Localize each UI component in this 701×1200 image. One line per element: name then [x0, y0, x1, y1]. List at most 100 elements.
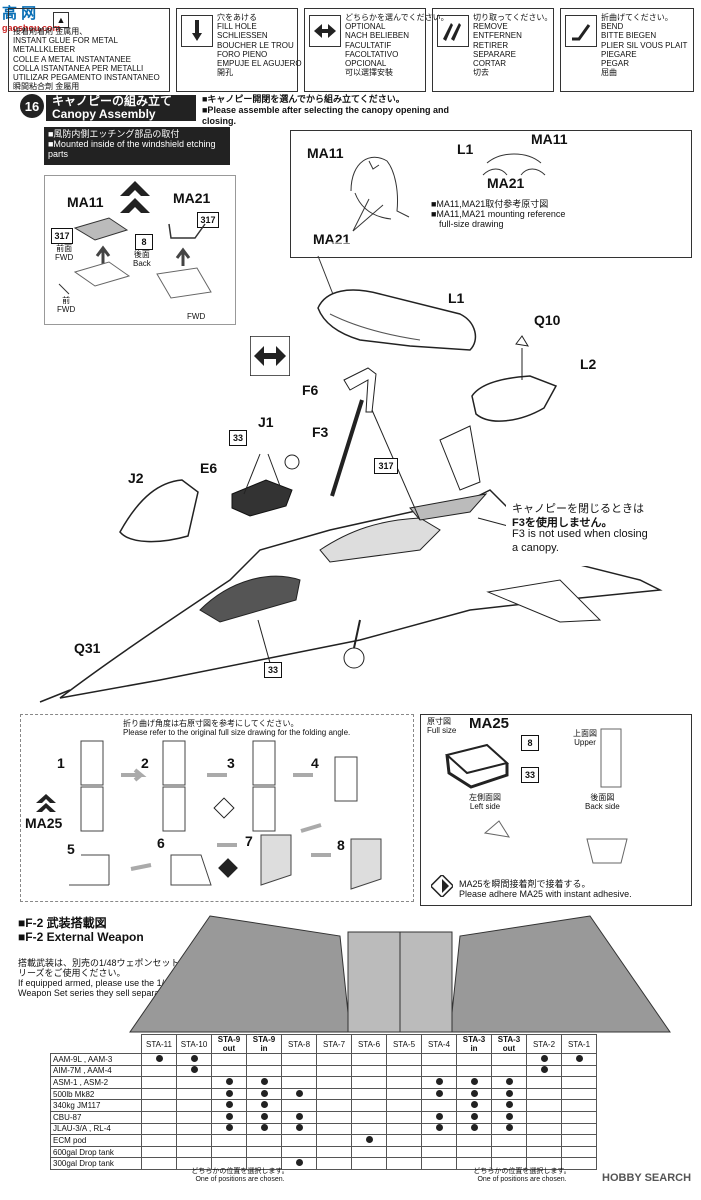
part-q10: Q10	[534, 312, 561, 328]
part-l2: L2	[580, 356, 597, 372]
load-mark	[155, 1054, 163, 1062]
weapon-cell	[351, 1076, 387, 1089]
weapon-cell	[316, 1099, 352, 1112]
weapon-cell	[491, 1099, 527, 1112]
weapon-cell	[561, 1064, 597, 1078]
weapons-note-jp2: リーズをご使用ください。	[18, 968, 126, 978]
load-mark	[260, 1101, 268, 1109]
f3-note-box: キャノピーを閉じるときは F3を使用しません。 F3 is not used w…	[506, 496, 692, 566]
weapons-row: 500lb Mk82	[50, 1087, 597, 1101]
load-mark	[260, 1089, 268, 1097]
weapon-cell	[281, 1110, 317, 1124]
fold-ma25-arrow-icon	[36, 794, 56, 812]
weapon-cell	[386, 1145, 422, 1159]
weapon-cell	[141, 1110, 177, 1124]
sta-6: STA-6	[351, 1034, 387, 1054]
weapon-cell	[281, 1076, 317, 1089]
weapon-cell	[246, 1087, 282, 1101]
sta-2: STA-2	[526, 1034, 562, 1054]
legend-optional: どちらかを選んでください。 OPTIONAL NACH BELIEBEN FAC…	[304, 8, 449, 92]
weapon-cell	[456, 1145, 492, 1159]
weapon-cell	[141, 1053, 177, 1066]
weapons-row: 600gal Drop tank	[50, 1145, 597, 1159]
etching-fwd-right: FWD	[187, 312, 206, 321]
weapons-note-en1: If equipped armed, please use the 1/48	[18, 978, 175, 988]
weapon-cell	[491, 1145, 527, 1159]
weapon-cell	[561, 1099, 597, 1112]
weapons-table: STA-11 STA-10 STA-9 out STA-9 in STA-8 S…	[50, 1034, 597, 1170]
ma25-adhere: MA25を瞬間接着剤で接着する。 Please adhere MA25 with…	[459, 879, 632, 899]
fold-step-3: 3	[227, 755, 235, 771]
weapon-cell	[211, 1134, 247, 1147]
etching-ma21-label: MA21	[173, 190, 211, 206]
weapons-row: AIM-7M , AAM-4	[50, 1064, 597, 1078]
ma25-fullsize: 原寸図 Full size	[427, 717, 456, 735]
legend-bend-text: 折曲げてください。 BEND BITTE BIEGEN PLIER SIL VO…	[601, 13, 688, 78]
etching-front-jp: 前面	[56, 244, 73, 253]
step-note-jp: ■キャノピー開閉を選んでから組み立てください。	[202, 94, 405, 104]
weapon-cell	[491, 1064, 527, 1078]
weapons-row: 340kg JM117	[50, 1099, 597, 1112]
etching-badge-317-a: 317	[51, 228, 73, 244]
weapon-cell	[246, 1076, 282, 1089]
weapon-cell	[176, 1053, 212, 1066]
ma25-left-en: Left side	[469, 802, 501, 811]
optional-icon	[309, 15, 341, 47]
weapons-foot-jp2: どちらかの位置を選択します。	[473, 1168, 571, 1175]
load-mark	[260, 1077, 268, 1085]
ma25-title: MA25	[469, 715, 510, 732]
load-mark	[295, 1124, 303, 1132]
weapon-cell	[176, 1122, 212, 1136]
etching-bar: ■風防内側エッチング部品の取付 ■Mounted inside of the w…	[44, 127, 230, 165]
sta-10: STA-10	[176, 1034, 212, 1054]
weapon-cell	[211, 1145, 247, 1159]
etching-ma11-arrow-icon	[120, 181, 150, 213]
weapon-cell	[456, 1134, 492, 1147]
ref-note-en: ■MA11,MA21 mounting reference	[431, 209, 566, 219]
weapon-cell	[561, 1122, 597, 1136]
weapon-cell	[176, 1087, 212, 1101]
watermark-logo: 高 网 gaoshou.com	[2, 2, 66, 46]
legend-drill-text: 穴をあける FILL HOLE SCHLIESSEN BOUCHER LE TR…	[217, 13, 302, 78]
load-mark	[505, 1124, 513, 1132]
load-mark	[540, 1054, 548, 1062]
fold-step-7: 7	[245, 833, 253, 849]
weapon-cell	[316, 1076, 352, 1089]
ma25-fullsize-en: Full size	[427, 726, 457, 735]
step-number: 16	[20, 94, 44, 118]
etching-back-jp: 後面	[133, 250, 150, 259]
etching-front-en: FWD	[55, 253, 74, 262]
fold-box: 折り曲げ角度は右原寸図を参考にしてください。 Please refer to t…	[20, 714, 414, 902]
load-mark	[225, 1112, 233, 1120]
weapons-foot-en: One of positions are chosen.	[195, 1176, 285, 1183]
sta-1: STA-1	[561, 1034, 597, 1054]
legend-remove-text: 切り取ってください。 REMOVE ENTFERNEN RETIRER SEPA…	[473, 13, 553, 78]
weapon-cell	[526, 1099, 562, 1112]
load-mark	[505, 1101, 513, 1109]
load-mark	[470, 1077, 478, 1085]
weapon-cell	[491, 1134, 527, 1147]
etching-fwd-left: 前 FWD	[57, 296, 75, 314]
weapon-cell	[246, 1064, 282, 1078]
weapons-note: 搭載武装は、別売の1/48ウェポンセットシ リーズをご使用ください。 If eq…	[18, 958, 208, 998]
etching-back-en: Back	[133, 259, 151, 268]
load-mark	[225, 1089, 233, 1097]
weapon-name: 500lb Mk82	[50, 1087, 142, 1101]
weapon-cell	[141, 1122, 177, 1136]
load-mark	[540, 1066, 548, 1074]
step-note: ■キャノピー開閉を選んでから組み立てください。 ■Please assemble…	[202, 94, 482, 127]
sta-9-in: STA-9 in	[246, 1034, 282, 1054]
weapons-row: CBU-87	[50, 1110, 597, 1124]
load-mark	[190, 1066, 198, 1074]
weapon-cell	[351, 1064, 387, 1078]
etching-fwd: FWD	[57, 305, 76, 314]
weapon-cell	[316, 1087, 352, 1101]
weapon-cell	[456, 1053, 492, 1066]
weapons-row: ECM pod	[50, 1134, 597, 1147]
etching-ma11-label: MA11	[67, 194, 104, 210]
weapon-cell	[281, 1099, 317, 1112]
weapon-cell	[316, 1064, 352, 1078]
part-f3: F3	[312, 424, 329, 440]
weapon-cell	[526, 1134, 562, 1147]
weapon-cell	[421, 1122, 457, 1136]
